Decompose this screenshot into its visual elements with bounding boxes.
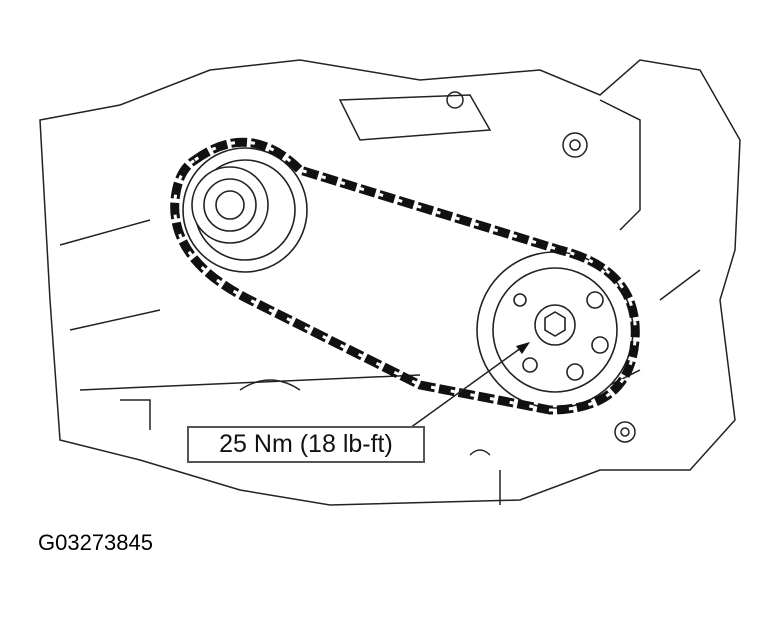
camshaft-sprocket bbox=[182, 147, 308, 273]
figure-id: G03273845 bbox=[38, 530, 153, 555]
torque-callout: 25 Nm (18 lb-ft) bbox=[187, 426, 425, 463]
engine-block-outline bbox=[39, 59, 741, 506]
torque-label: 25 Nm (18 lb-ft) bbox=[219, 430, 393, 458]
arrow-head-icon bbox=[516, 342, 530, 354]
leader-line bbox=[409, 344, 526, 429]
